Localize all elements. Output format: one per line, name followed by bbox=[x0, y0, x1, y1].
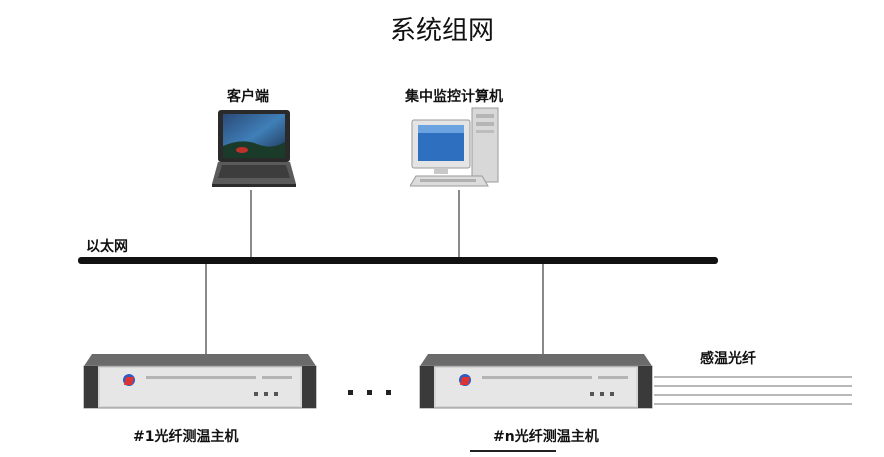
laptop-icon bbox=[212, 108, 296, 190]
rack-device-icon bbox=[419, 354, 653, 409]
ellipsis-dots bbox=[348, 380, 405, 399]
hostn-connector bbox=[542, 262, 544, 354]
sensing-fiber-3 bbox=[654, 394, 852, 396]
ethernet-bus bbox=[78, 257, 718, 264]
sensing-fiber-4 bbox=[654, 403, 852, 405]
diagram-title: 系统组网 bbox=[389, 16, 494, 46]
sensing-fiber-1 bbox=[654, 376, 852, 378]
rack-device-icon bbox=[83, 354, 317, 409]
network-label: 以太网 bbox=[86, 239, 128, 255]
host1-label: #1光纤测温主机 bbox=[133, 429, 239, 445]
hostn-device bbox=[418, 352, 654, 414]
host1-connector bbox=[205, 262, 207, 354]
hostn-label: #n光纤测温主机 bbox=[493, 429, 599, 445]
host1-device bbox=[82, 352, 318, 414]
fiber-label: 感温光纤 bbox=[700, 351, 756, 367]
client-label: 客户端 bbox=[227, 89, 269, 105]
client-connector bbox=[250, 190, 252, 260]
desktop-computer-icon bbox=[410, 106, 502, 192]
server-connector bbox=[458, 190, 460, 260]
sensing-fiber-2 bbox=[654, 385, 852, 387]
server-label: 集中监控计算机 bbox=[405, 89, 503, 105]
bottom-divider bbox=[470, 450, 556, 452]
